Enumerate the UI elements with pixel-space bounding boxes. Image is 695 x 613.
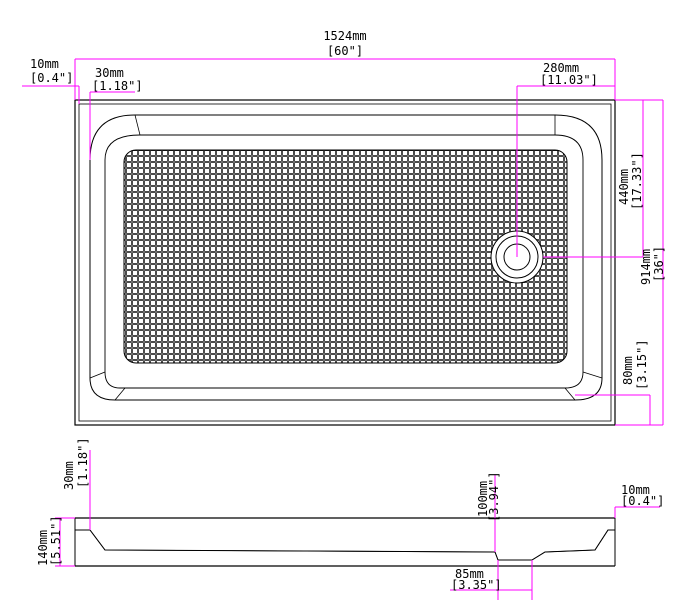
threshold-width-imperial: [3.15"] [635,339,649,390]
side-view: 30mm [1.18"] 140mm [5.51"] 100mm [3.94"]… [36,437,664,600]
overall-width-imperial: [36"] [652,246,666,282]
flange-thickness-metric: 10mm [621,483,650,497]
bevel-line [134,114,141,136]
drain-depth-imperial: [3.94"] [487,471,501,522]
drain-height-metric: 440mm [617,169,631,205]
rim-height-metric: 30mm [62,461,76,490]
top-view: 1524mm [60"] 10mm [0.4"] 30mm [1.18"] 28… [22,29,666,426]
bevel-line [582,371,603,379]
drain-depth-metric: 100mm [476,481,490,517]
flange-thickness-imperial: [0.4"] [621,494,664,508]
drain-width-imperial: [3.35"] [451,578,502,592]
tray-outline [74,99,616,426]
side-dimensions [55,450,660,600]
bevel-line [89,371,106,379]
drain-height-imperial: [17.33"] [630,152,644,210]
rim-width-metric: 30mm [95,66,124,80]
flange-width-imperial: [0.4"] [30,71,73,85]
top-dimensions [22,58,664,426]
bevel-line [114,387,126,401]
overall-length-imperial: [60"] [327,44,363,58]
drain-offset-metric: 280mm [543,61,579,75]
side-profile [74,517,616,561]
overall-height-imperial: [5.51"] [49,515,63,566]
threshold-width-metric: 80mm [621,356,635,385]
overall-width-metric: 914mm [639,249,653,285]
drain-width-metric: 85mm [455,567,484,581]
flange-width-metric: 10mm [30,57,59,71]
rim-height-imperial: [1.18"] [76,437,90,488]
overall-length-metric: 1524mm [323,29,366,43]
bevel-line [564,387,576,401]
overall-height-metric: 140mm [36,530,50,566]
side-inner-slope [89,529,609,561]
tray-flange-line [78,103,612,422]
drain-offset-imperial: [11.03"] [540,73,598,87]
rim-width-imperial: [1.18"] [92,79,143,93]
